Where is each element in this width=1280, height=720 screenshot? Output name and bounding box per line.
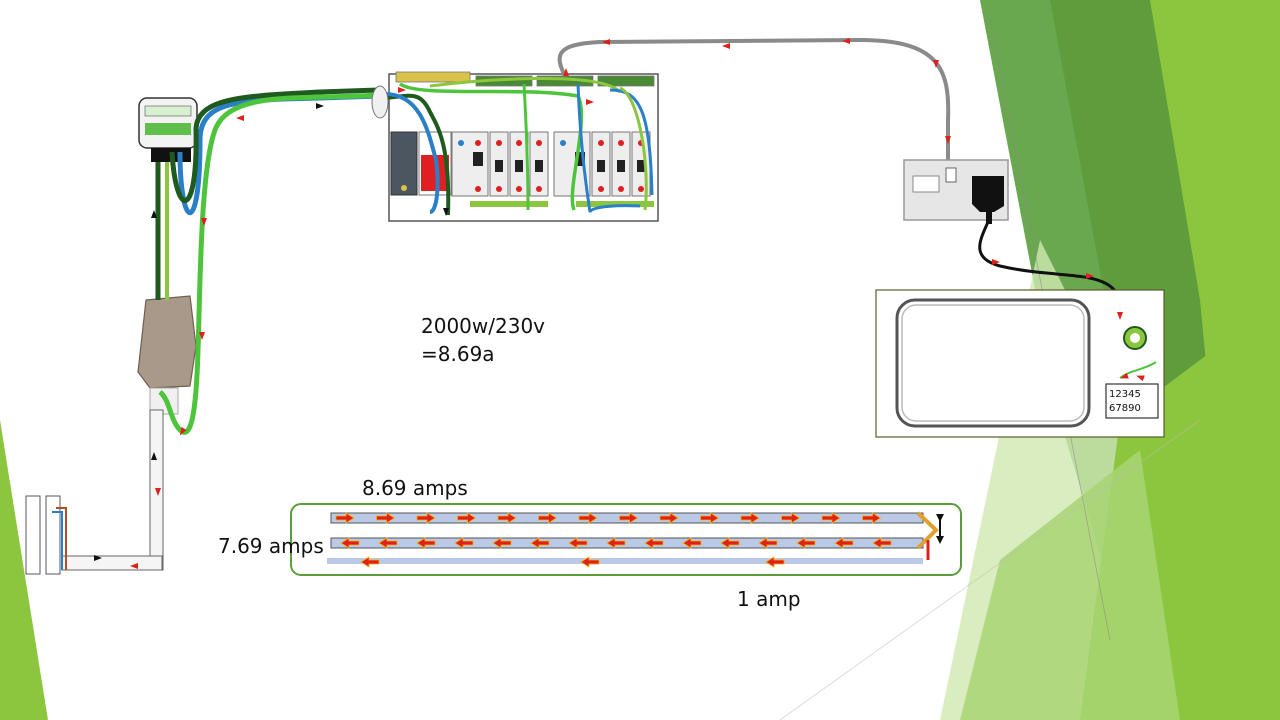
current-flow-arrow: [335, 512, 355, 524]
current-flow-arrow: [497, 512, 517, 524]
appliance-meter-reading-line1: 12345: [1109, 389, 1141, 400]
current-flow-arrow: [568, 537, 588, 549]
appliance-meter-reading-line2: 67890: [1109, 403, 1141, 414]
current-flow-arrow: [360, 556, 380, 568]
current-flow-arrow: [454, 537, 474, 549]
wire-direction-arrow: [199, 332, 205, 340]
wire-direction-arrow: [1136, 375, 1145, 382]
current-flow-arrow: [416, 537, 436, 549]
current-flow-arrow: [644, 537, 664, 549]
wire-direction-arrow: [933, 60, 939, 68]
current-flow-arrows: [335, 512, 892, 568]
appliance-heater: [875, 289, 1165, 438]
wire-direction-arrow: [992, 259, 1000, 265]
meter-to-consumer-unit-wiring: [155, 76, 654, 435]
current-flow-arrow: [606, 537, 626, 549]
current-flow-arrow: [378, 537, 398, 549]
returning-current-label: 7.69 amps: [218, 534, 324, 558]
wire-direction-arrow: [398, 87, 406, 93]
current-flow-arrow: [781, 512, 801, 524]
current-flow-arrow: [821, 512, 841, 524]
wall-socket: [903, 159, 1009, 224]
current-flow-diagram: [290, 503, 962, 576]
wire-direction-arrow: [1120, 372, 1129, 379]
current-flow-arrow: [834, 537, 854, 549]
current-flow-arrow: [530, 537, 550, 549]
wire-direction-arrow: [236, 115, 244, 121]
wire-direction-arrow: [1086, 273, 1094, 279]
current-flow-arrow: [659, 512, 679, 524]
current-flow-arrow: [758, 537, 778, 549]
background-green-left: [0, 420, 48, 720]
wire-direction-arrow: [586, 99, 594, 105]
wire-direction-arrow: [842, 38, 850, 44]
current-flow-arrow: [457, 512, 477, 524]
wire-direction-arrow: [155, 488, 161, 496]
leakage-current-label: 1 amp: [737, 587, 801, 611]
wire-direction-arrow: [1117, 312, 1123, 320]
wire-direction-arrow-dark: [443, 208, 449, 216]
wire-direction-arrows: [94, 38, 1145, 569]
incoming-supply-duct: [25, 409, 164, 575]
wire-direction-arrow-dark: [316, 103, 324, 109]
current-flow-arrow: [376, 512, 396, 524]
power-calculation-result: =8.69a: [421, 342, 495, 366]
wire-direction-arrow-dark: [151, 210, 157, 218]
current-flow-arrow: [578, 512, 598, 524]
service-head: [137, 295, 197, 415]
current-flow-arrow: [340, 537, 360, 549]
wire-direction-arrow: [945, 136, 951, 144]
wire-direction-arrow-dark: [151, 452, 157, 460]
current-flow-arrow: [580, 556, 600, 568]
wire-direction-arrow: [722, 43, 730, 49]
wire-direction-arrow: [201, 218, 207, 226]
current-flow-arrow: [700, 512, 720, 524]
current-flow-arrow: [682, 537, 702, 549]
wire-direction-arrow: [602, 39, 610, 45]
current-flow-arrow: [619, 512, 639, 524]
background-green-shapes: [779, 0, 1280, 720]
wire-direction-arrow-dark: [94, 555, 102, 561]
current-flow-arrow: [720, 537, 740, 549]
current-flow-arrow: [492, 537, 512, 549]
wire-direction-arrow: [180, 427, 187, 436]
electricity-meter: [138, 97, 198, 162]
current-flow-arrow: [862, 512, 882, 524]
current-flow-arrow: [416, 512, 436, 524]
power-calculation-formula: 2000w/230v: [421, 314, 546, 338]
outgoing-current-label: 8.69 amps: [362, 476, 468, 500]
current-flow-arrow: [765, 556, 785, 568]
current-flow-arrow: [740, 512, 760, 524]
current-flow-arrow: [538, 512, 558, 524]
wire-direction-arrow: [130, 563, 138, 569]
wire-direction-arrow: [563, 68, 569, 76]
current-flow-arrow: [872, 537, 892, 549]
socket-supply-cable: [557, 37, 951, 160]
current-flow-arrow: [796, 537, 816, 549]
